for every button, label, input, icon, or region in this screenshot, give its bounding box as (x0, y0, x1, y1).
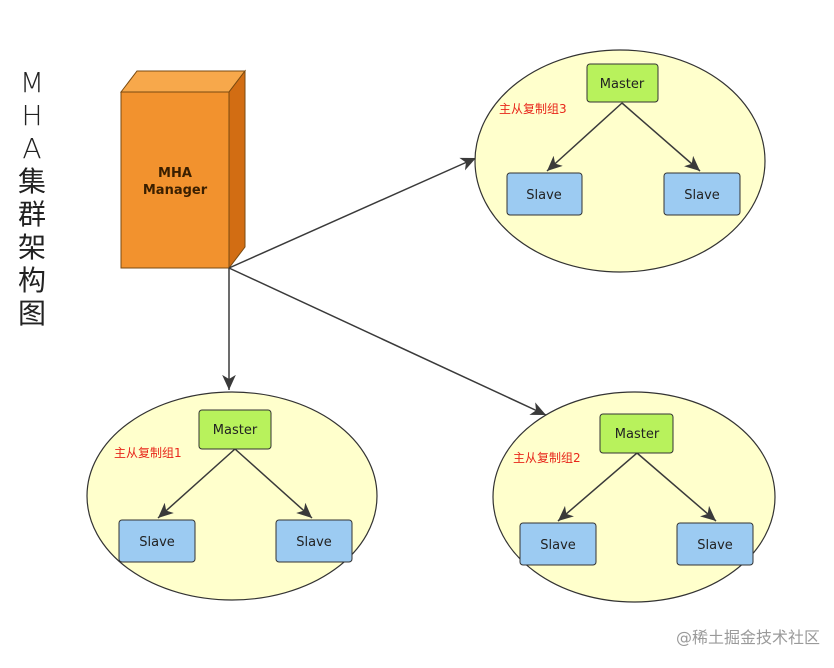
group3-label: 主从复制组3 (499, 102, 567, 116)
group2-label: 主从复制组2 (513, 451, 581, 465)
group1-master-node (198, 409, 272, 450)
group2-slave-right-label: Slave (697, 538, 733, 553)
replication-group-2: 主从复制组2 Master Slave Slave (492, 391, 776, 603)
group2-slave-right (676, 522, 754, 566)
manager-arrows (222, 157, 547, 416)
mha-manager-node: MHA Manager (119, 69, 247, 270)
title-char: M (19, 66, 45, 99)
group1-master-label: Master (213, 423, 258, 438)
group1-slave-left (118, 519, 196, 563)
manager-top-face (119, 70, 247, 93)
group1-slave-right-label: Slave (296, 535, 332, 550)
group1-slave-right (275, 519, 353, 563)
group3-ellipse (474, 49, 766, 273)
group3-slave-left (506, 172, 583, 216)
group1-arrow-left (157, 448, 236, 519)
group1-arrow-right (234, 448, 313, 519)
group2-master-label: Master (615, 427, 660, 442)
group2-arrow-left (557, 452, 638, 522)
group2-master-node (599, 413, 674, 454)
title-char: H (21, 99, 43, 132)
manager-side-face (228, 69, 246, 270)
group2-arrow-right (636, 452, 717, 522)
title-char: 图 (17, 297, 46, 330)
replication-group-1: 主从复制组1 Master Slave Slave (86, 391, 378, 601)
arrow-to-group3 (228, 157, 477, 269)
replication-group-3: 主从复制组3 Master Slave Slave (474, 49, 766, 273)
group1-slave-left-label: Slave (139, 535, 175, 550)
group3-arrow-left (546, 102, 623, 172)
group2-slave-left (519, 522, 597, 566)
group1-label: 主从复制组1 (114, 446, 182, 460)
title-char: 集 (17, 165, 46, 198)
watermark: @稀土掘金技术社区 (675, 628, 820, 647)
group3-master-label: Master (600, 77, 645, 92)
manager-front-face (120, 91, 230, 269)
group3-slave-right (663, 172, 741, 216)
group2-slave-left-label: Slave (540, 538, 576, 553)
manager-label-line2: Manager (143, 183, 208, 198)
arrow-to-group2 (228, 267, 547, 416)
title-char: 群 (17, 198, 46, 231)
title-char: A (22, 132, 42, 165)
manager-label-line1: MHA (158, 166, 192, 181)
group3-master-node (586, 63, 659, 103)
group3-slave-right-label: Slave (684, 188, 720, 203)
group3-slave-left-label: Slave (526, 188, 562, 203)
diagram-title-vertical: M H A 集 群 架 构 图 (14, 66, 50, 330)
title-char: 架 (17, 231, 46, 264)
group3-arrow-right (621, 102, 701, 172)
title-char: 构 (17, 264, 46, 297)
